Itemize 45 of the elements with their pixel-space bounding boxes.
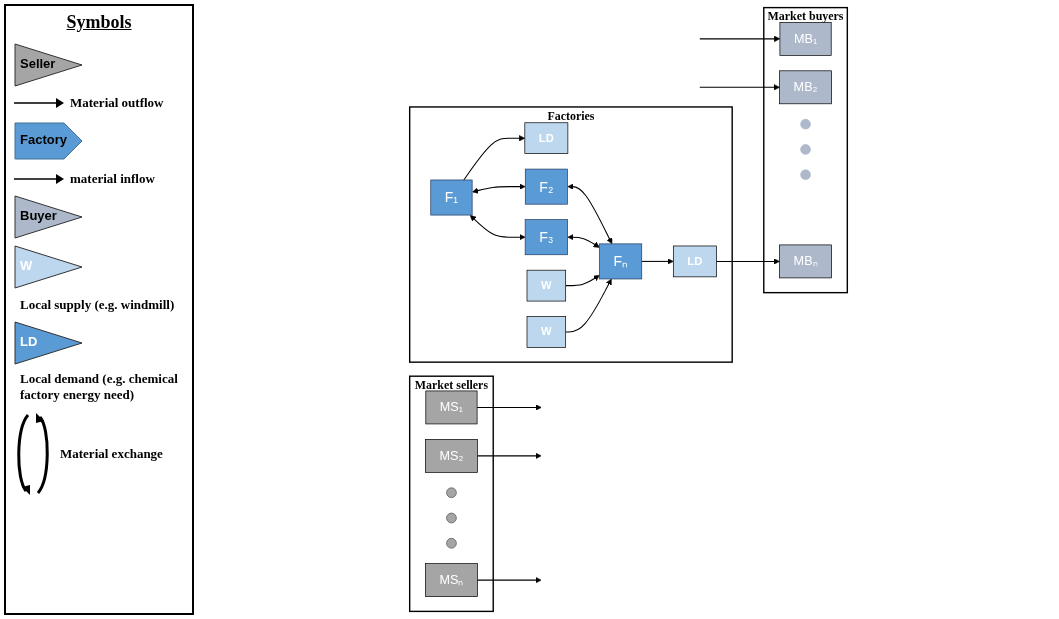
arrow xyxy=(469,215,526,241)
node-box: LD xyxy=(524,122,569,154)
node-box: MS₂ xyxy=(425,439,478,473)
legend-text: Material outflow xyxy=(70,95,164,111)
arrow xyxy=(699,84,780,91)
node-box: F₂ xyxy=(524,168,568,205)
node-box: MBₙ xyxy=(779,244,832,279)
arrow xyxy=(567,234,600,248)
legend-text: Material exchange xyxy=(60,446,163,462)
legend-label: W xyxy=(20,258,33,273)
node-box: W xyxy=(526,269,567,302)
legend-label: Factory xyxy=(20,132,67,147)
node-box: F₃ xyxy=(524,219,568,256)
node-circle xyxy=(446,487,457,498)
legend-label: Buyer xyxy=(20,208,57,223)
node-box: MSₙ xyxy=(425,563,478,597)
node-circle xyxy=(800,144,811,155)
arrow xyxy=(472,183,526,194)
node-circle xyxy=(800,118,811,130)
legend-label: Seller xyxy=(20,56,56,71)
arrow xyxy=(567,183,613,245)
arrow xyxy=(476,452,542,459)
arrow xyxy=(641,258,674,265)
node-box: MS₁ xyxy=(425,390,478,425)
node-box: LD xyxy=(673,245,717,278)
node-box: MB₁ xyxy=(779,22,832,56)
arrow xyxy=(463,135,526,181)
legend-text: Local supply (e.g. windmill) xyxy=(20,297,175,313)
arrow xyxy=(565,275,600,287)
arrow xyxy=(476,577,542,584)
node-box: F₁ xyxy=(430,179,473,216)
node-box: Fₙ xyxy=(599,243,643,280)
node-circle xyxy=(446,538,457,549)
legend-label: LD xyxy=(20,334,38,349)
node-circle xyxy=(446,512,457,524)
arrow xyxy=(565,278,612,333)
legend-text: material inflow xyxy=(70,171,155,187)
node-circle xyxy=(800,169,811,180)
arrow xyxy=(715,258,780,265)
panel-heading: Symbols xyxy=(65,12,133,33)
arrow xyxy=(699,35,781,42)
legend-text: Local demand (e.g. chemical factory energy need) xyxy=(20,371,179,403)
node-box: MB₂ xyxy=(779,70,832,105)
node-box: W xyxy=(526,316,567,348)
arrow xyxy=(476,404,542,411)
